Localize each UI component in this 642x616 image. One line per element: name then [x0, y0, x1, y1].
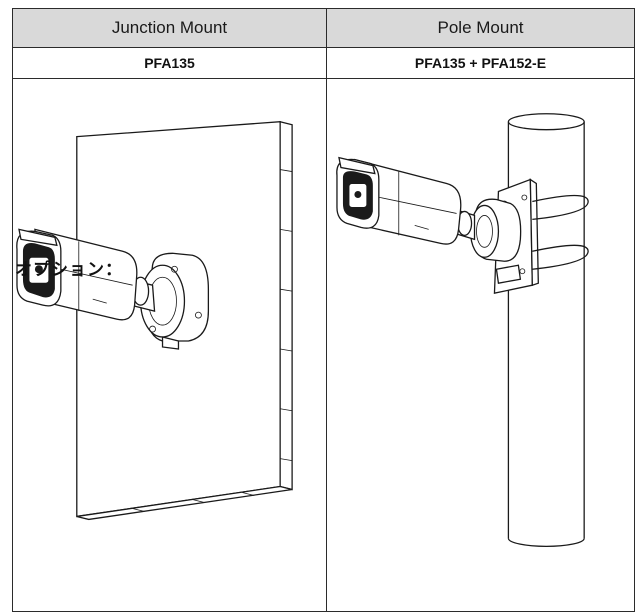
illustration-row: オプション：: [12, 78, 635, 612]
mount-options-table: Junction Mount Pole Mount PFA135 PFA135 …: [12, 8, 635, 612]
pole-mount-illustration-cell: [326, 78, 635, 612]
option-label: オプション：: [15, 260, 123, 280]
header-row: Junction Mount Pole Mount: [12, 8, 635, 48]
header-pole-mount: Pole Mount: [326, 8, 635, 48]
part-pole-mount: PFA135 + PFA152-E: [326, 47, 635, 79]
header-junction-mount: Junction Mount: [12, 8, 327, 48]
part-junction-mount: PFA135: [12, 47, 327, 79]
junction-mount-illustration: [16, 120, 293, 521]
pole-mount-illustration: [336, 113, 589, 547]
pole: [507, 113, 585, 547]
junction-mount-illustration-cell: オプション：: [12, 78, 327, 612]
junction-box: [469, 198, 522, 262]
bullet-camera: [16, 228, 138, 321]
junction-box: [139, 252, 210, 350]
bullet-camera: [336, 156, 462, 245]
part-number-row: PFA135 PFA135 + PFA152-E: [12, 47, 635, 79]
